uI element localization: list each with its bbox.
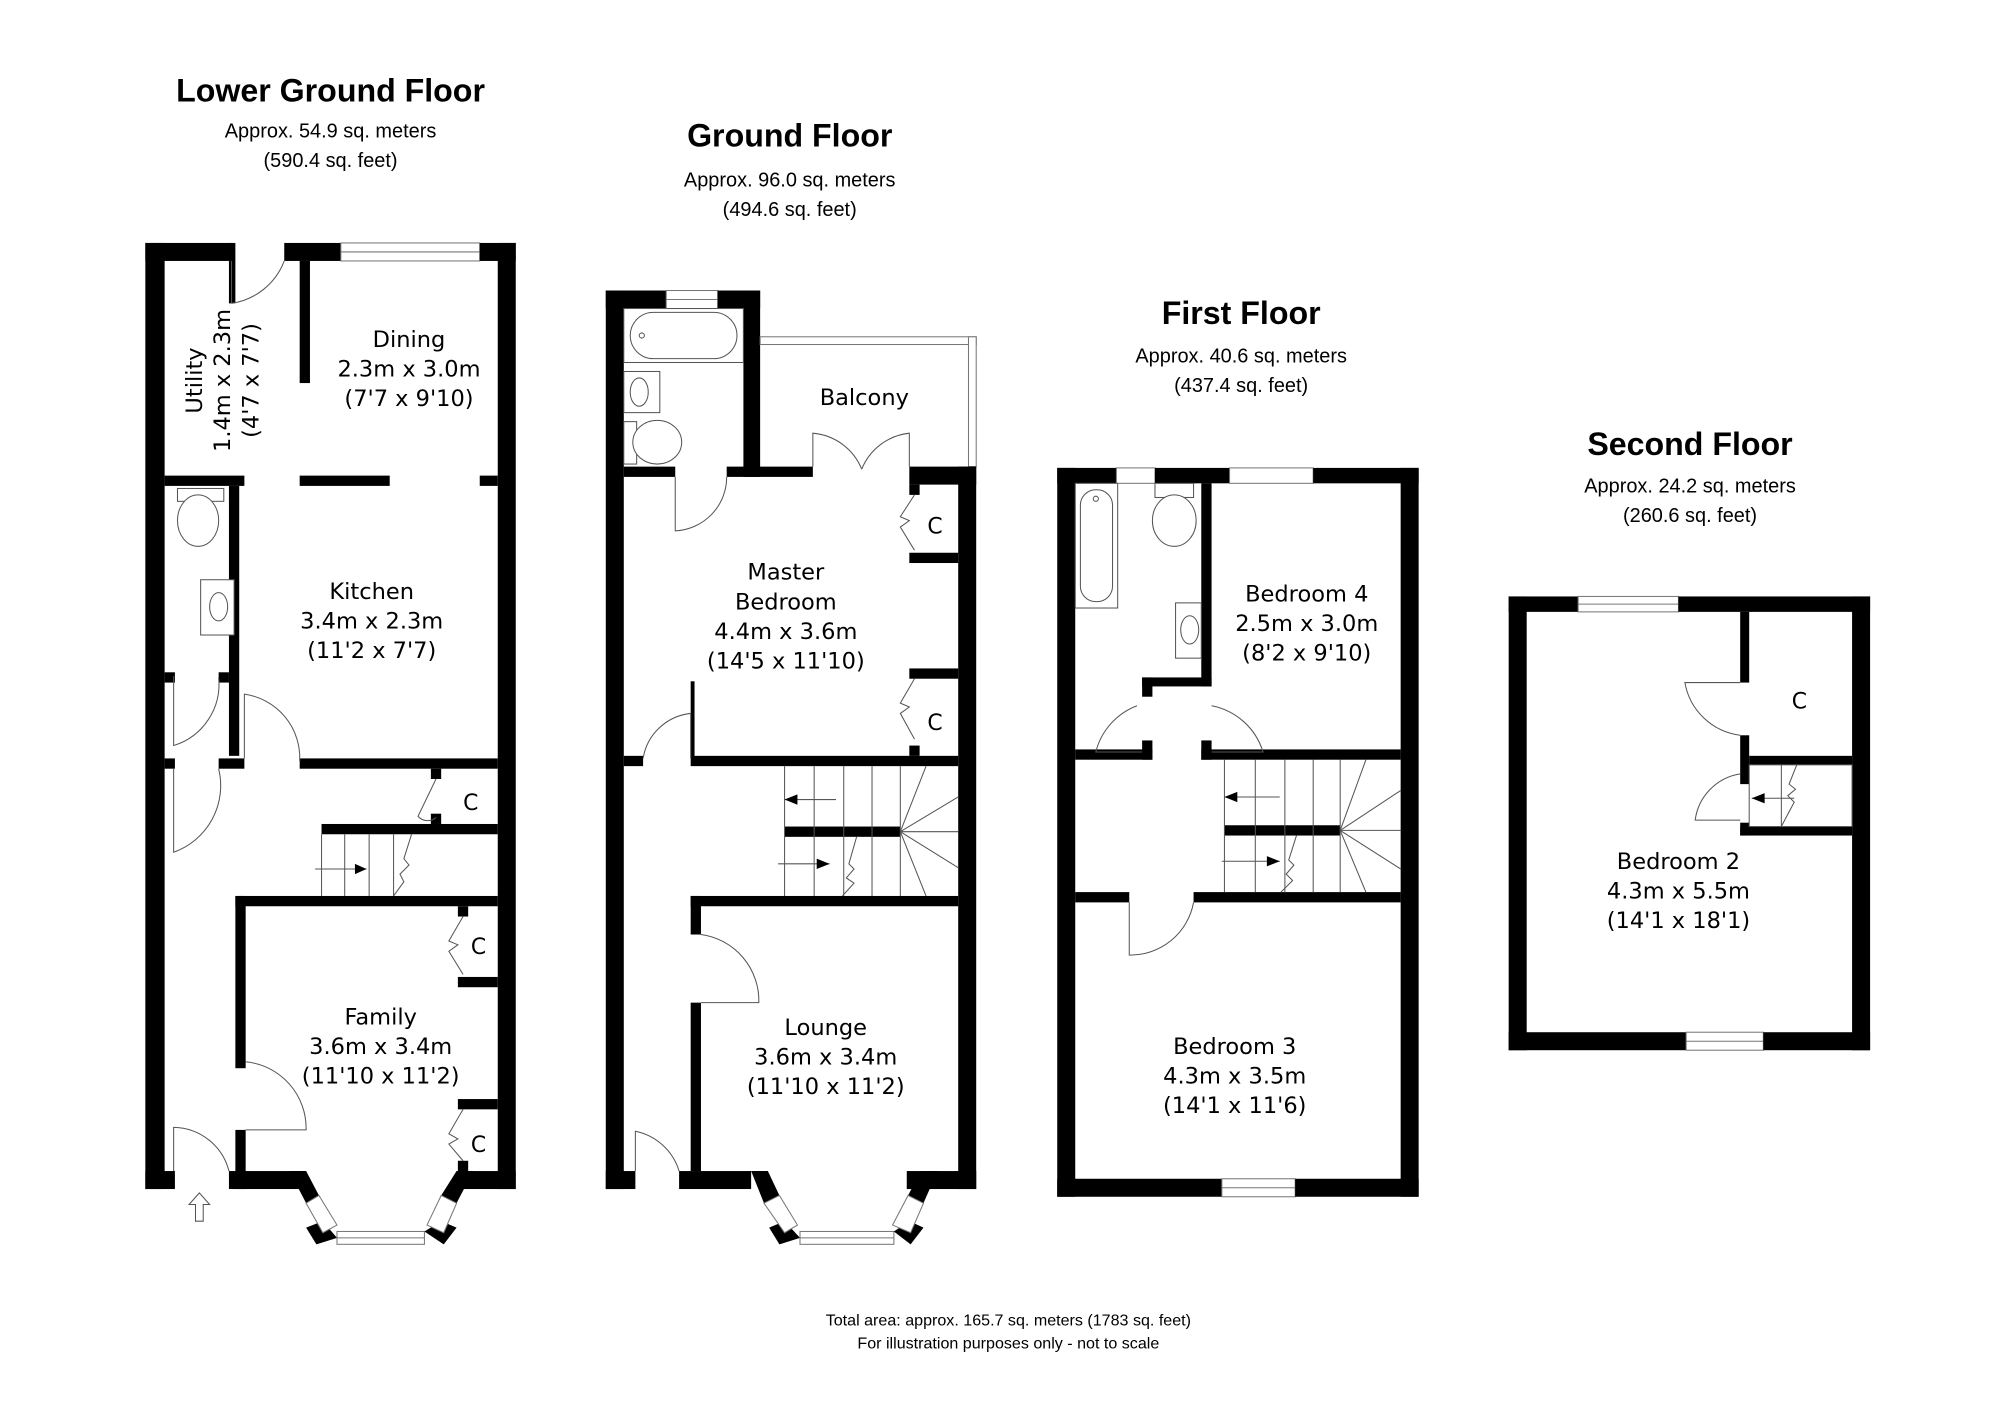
second-fixtures: C: [1684, 682, 1853, 828]
floor-area-m-first: Approx. 40.6 sq. meters: [1135, 346, 1347, 368]
first-labels: Bedroom 4 2.5m x 3.0m (8'2 x 9'10) Bedro…: [1163, 582, 1378, 1120]
closet-label: C: [471, 1133, 486, 1158]
room-kitchen: Kitchen 3.4m x 2.3m (11'2 x 7'7): [300, 579, 443, 664]
room-name: Bedroom 2: [1617, 849, 1740, 875]
floor-area-m-second: Approx. 24.2 sq. meters: [1584, 475, 1796, 497]
floor-title-second: Second Floor: [1587, 426, 1793, 462]
floor-title-first: First Floor: [1162, 295, 1321, 331]
bathtub-icon: [1079, 489, 1114, 603]
floor-area-ft-first: (437.4 sq. feet): [1174, 375, 1308, 397]
room-bedroom-3: Bedroom 3 4.3m x 3.5m (14'1 x 11'6): [1163, 1034, 1306, 1119]
room-dims-ft: (14'1 x 18'1): [1607, 908, 1750, 934]
first-fixtures: [1074, 482, 1401, 956]
room-name: Lounge: [784, 1015, 867, 1041]
room-dims-m: 3.6m x 3.4m: [309, 1034, 452, 1060]
stair-arrow-icon: [816, 858, 830, 869]
room-dims-ft: (11'10 x 11'2): [302, 1064, 460, 1090]
first-walls: [1057, 467, 1419, 1198]
staircase: [315, 834, 413, 897]
room-name: Kitchen: [329, 579, 414, 605]
lower-ground-floor: Lower Ground Floor Approx. 54.9 sq. mete…: [145, 73, 516, 1245]
toilet-icon: [632, 419, 683, 465]
floor-title-ground: Ground Floor: [687, 118, 893, 154]
room-bedroom-2: Bedroom 2 4.3m x 5.5m (14'1 x 18'1): [1607, 849, 1750, 934]
room-dims-m: 4.3m x 3.5m: [1163, 1064, 1306, 1090]
footer: Total area: approx. 165.7 sq. meters (17…: [826, 1311, 1191, 1352]
room-dims-ft: (8'2 x 9'10): [1242, 641, 1371, 667]
room-name: Bedroom 4: [1245, 582, 1368, 608]
staircase: [1748, 764, 1853, 828]
ground-fixtures: C C: [623, 307, 959, 1172]
floor-area-ft-second: (260.6 sq. feet): [1623, 505, 1757, 527]
room-dims-ft: (11'10 x 11'2): [747, 1074, 905, 1100]
lower-ground-fixtures: C C C: [173, 260, 486, 1222]
closet-label: C: [463, 791, 478, 816]
room-dining: Dining 2.3m x 3.0m (7'7 x 9'10): [337, 327, 480, 412]
room-lounge: Lounge 3.6m x 3.4m (11'10 x 11'2): [747, 1015, 905, 1100]
ground-floor: Ground Floor Approx. 96.0 sq. meters (49…: [605, 118, 977, 1245]
room-dims-m: 4.4m x 3.6m: [714, 619, 857, 645]
staircase: [1221, 759, 1401, 893]
room-dims-m: 3.6m x 3.4m: [754, 1044, 897, 1070]
room-bedroom-4: Bedroom 4 2.5m x 3.0m (8'2 x 9'10): [1235, 582, 1378, 667]
closet-label: C: [927, 711, 942, 736]
lower-ground-walls: [145, 242, 516, 1245]
floor-area-ft-ground: (494.6 sq. feet): [723, 199, 857, 221]
stair-arrow-icon: [354, 863, 367, 875]
room-balcony: Balcony: [820, 385, 909, 411]
second-floor: Second Floor Approx. 24.2 sq. meters (26…: [1508, 426, 1871, 1051]
toilet-icon: [176, 494, 220, 547]
bathtub-icon: [629, 311, 738, 360]
room-dims-m: 4.3m x 5.5m: [1607, 879, 1750, 905]
stair-arrow-icon: [784, 794, 798, 805]
room-name: Dining: [373, 327, 446, 353]
lower-ground-labels: Utility 1.4m x 2.3m (4'7 x 7'7) Dining 2…: [182, 309, 481, 1090]
ground-walls: [605, 289, 977, 1245]
floor-title-lower-ground: Lower Ground Floor: [176, 73, 485, 109]
room-master-bedroom: Master Bedroom 4.4m x 3.6m (14'5 x 11'10…: [707, 560, 865, 675]
room-dims-ft: (14'1 x 11'6): [1163, 1093, 1306, 1119]
room-name: Bedroom: [735, 589, 837, 615]
toilet-icon: [1151, 494, 1197, 547]
room-dims-ft: (4'7 x 7'7): [239, 323, 265, 438]
closet-label: C: [471, 935, 486, 960]
stair-arrow-icon: [1751, 793, 1765, 804]
room-dims-m: 2.3m x 3.0m: [337, 357, 480, 383]
staircase: [778, 765, 959, 897]
room-name: Utility: [182, 347, 208, 413]
disclaimer-text: For illustration purposes only - not to …: [857, 1334, 1159, 1352]
entrance-arrow-icon: [187, 1192, 211, 1222]
floor-area-ft-lower-ground: (590.4 sq. feet): [264, 150, 398, 172]
room-name: Family: [344, 1005, 416, 1031]
room-name: Bedroom 3: [1173, 1034, 1296, 1060]
floor-area-m-ground: Approx. 96.0 sq. meters: [684, 169, 896, 191]
room-dims-ft: (7'7 x 9'10): [344, 386, 473, 412]
room-name: Master: [747, 560, 825, 586]
floor-area-m-lower-ground: Approx. 54.9 sq. meters: [225, 121, 437, 143]
room-dims-ft: (11'2 x 7'7): [307, 638, 436, 664]
closet-label: C: [927, 514, 942, 539]
total-area-text: Total area: approx. 165.7 sq. meters (17…: [826, 1311, 1191, 1329]
room-dims-ft: (14'5 x 11'10): [707, 648, 865, 674]
room-dims-m: 3.4m x 2.3m: [300, 609, 443, 635]
room-family: Family 3.6m x 3.4m (11'10 x 11'2): [302, 1005, 460, 1090]
ground-labels: Balcony Master Bedroom 4.4m x 3.6m (14'5…: [707, 385, 909, 1100]
room-utility: Utility 1.4m x 2.3m (4'7 x 7'7): [182, 309, 265, 452]
closet-label: C: [1792, 689, 1807, 714]
stair-arrow-icon: [1266, 856, 1280, 867]
room-dims-m: 2.5m x 3.0m: [1235, 611, 1378, 637]
stair-arrow-icon: [1224, 791, 1238, 803]
second-walls: [1508, 595, 1871, 1051]
room-dims-m: 1.4m x 2.3m: [210, 309, 236, 452]
first-floor: First Floor Approx. 40.6 sq. meters (437…: [1057, 295, 1419, 1198]
